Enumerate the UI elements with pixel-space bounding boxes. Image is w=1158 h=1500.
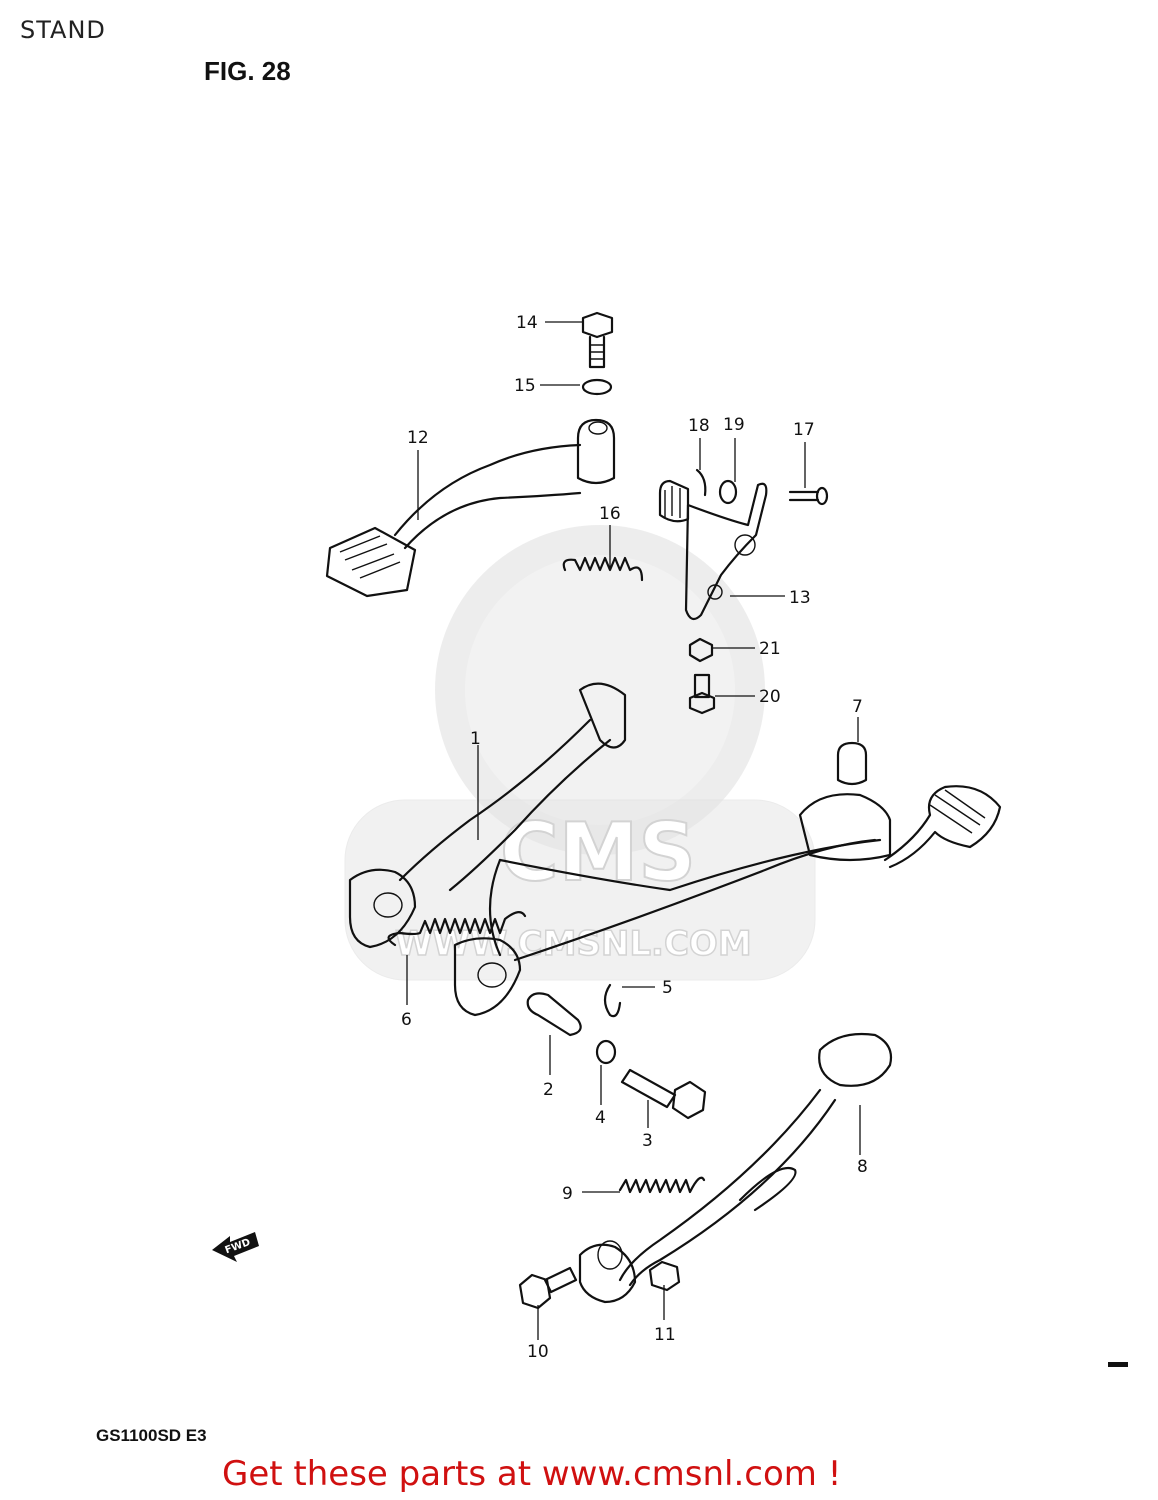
part-cotter-pin-18: [695, 468, 707, 497]
callout-2: 2: [543, 1080, 554, 1100]
part-center-stand-1: [348, 682, 1002, 1017]
callout-16: 16: [599, 504, 621, 524]
callout-12: 12: [407, 428, 429, 448]
callout-17: 17: [793, 420, 815, 440]
watermark-logo: CMS WWW.CMSNL.COM: [344, 525, 816, 981]
part-lever-13: [658, 479, 768, 621]
part-washer-19: [718, 479, 738, 505]
callout-10: 10: [527, 1342, 549, 1362]
part-bolt-20: [688, 673, 716, 715]
callout-7: 7: [852, 697, 863, 717]
part-washer-4: [595, 1039, 617, 1065]
fwd-arrow-icon: FWD: [212, 1232, 259, 1262]
callout-6: 6: [401, 1010, 412, 1030]
part-washer-15: [581, 378, 613, 396]
callout-14: 14: [516, 313, 538, 333]
model-code: GS1100SD E3: [96, 1426, 207, 1445]
page-title: STAND: [20, 16, 106, 44]
callout-4: 4: [595, 1108, 606, 1128]
part-bolt-14: [581, 311, 614, 369]
watermark-brand: CMS: [500, 806, 696, 899]
page-edge-mark: [1108, 1362, 1128, 1367]
callout-9: 9: [562, 1184, 573, 1204]
part-collar-2: [526, 992, 582, 1037]
part-clip-5: [603, 983, 622, 1018]
callout-11: 11: [654, 1325, 676, 1345]
callout-8: 8: [857, 1157, 868, 1177]
part-nut-11: [648, 1260, 681, 1292]
part-side-stand-8: [578, 1032, 893, 1304]
callout-19: 19: [723, 415, 745, 435]
callout-15: 15: [514, 376, 536, 396]
callout-18: 18: [688, 416, 710, 436]
part-bolt-10: [518, 1266, 578, 1310]
callout-20: 20: [759, 687, 781, 707]
footer-link[interactable]: Get these parts at www.cmsnl.com !: [222, 1454, 842, 1494]
leader-lines: [406, 321, 861, 1340]
callout-3: 3: [642, 1131, 653, 1151]
callout-5: 5: [662, 978, 673, 998]
part-spring-6: [387, 911, 527, 947]
part-stopper-7: [836, 741, 868, 786]
callout-13: 13: [789, 588, 811, 608]
part-bolt-3: [620, 1068, 707, 1120]
part-clevis-pin-17: [788, 486, 829, 506]
part-spring-16: [562, 556, 644, 582]
part-spring-9: [618, 1176, 706, 1194]
figure-label: FIG. 28: [204, 56, 291, 86]
callout-21: 21: [759, 639, 781, 659]
callout-1: 1: [470, 729, 481, 749]
part-nut-21: [688, 637, 714, 663]
